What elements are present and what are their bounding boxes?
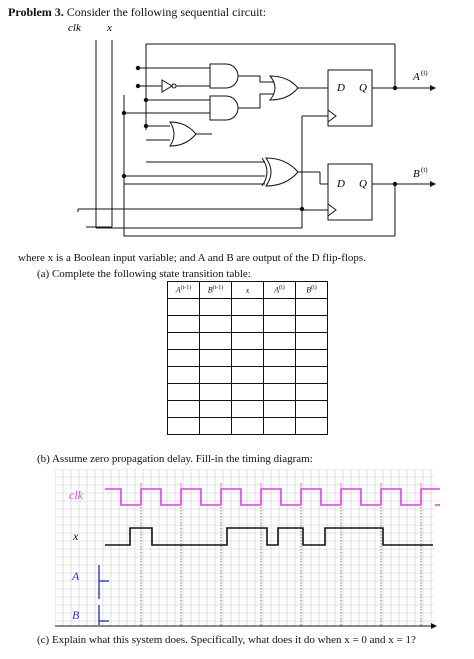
table-cell[interactable]: [295, 400, 328, 418]
time-axis-arrow: [431, 623, 437, 629]
output-a-sup: (t): [421, 69, 428, 77]
table-cell[interactable]: [231, 349, 264, 367]
timing-a-label: A: [71, 569, 80, 583]
table-cell[interactable]: [199, 417, 232, 435]
table-cell[interactable]: [263, 400, 296, 418]
table-cell[interactable]: [295, 366, 328, 384]
table-cell[interactable]: [199, 383, 232, 401]
table-row: [167, 366, 328, 384]
table-cell[interactable]: [263, 298, 296, 316]
table-row: [167, 298, 328, 316]
table-row: [167, 417, 328, 435]
ff-a-d-label: D: [336, 82, 345, 94]
ff-b-q-label: Q: [359, 178, 367, 190]
timing-diagram: clk x A B: [55, 469, 440, 629]
table-body: [167, 298, 328, 435]
col-a-next: A(t): [263, 281, 296, 299]
table-row: [167, 400, 328, 418]
output-a-label: A: [412, 71, 420, 83]
col-b-prev: B(t-1): [199, 281, 232, 299]
timing-x-label: x: [72, 529, 79, 543]
table-cell[interactable]: [231, 315, 264, 333]
table-row: [167, 383, 328, 401]
output-b-label: B: [413, 168, 420, 180]
table-cell[interactable]: [231, 400, 264, 418]
table-cell[interactable]: [199, 298, 232, 316]
ff-a-q-label: Q: [359, 82, 367, 94]
timing-b-label: B: [72, 608, 80, 622]
table-cell[interactable]: [167, 417, 200, 435]
part-b-label: (b) Assume zero propagation delay. Fill-…: [37, 453, 313, 465]
table-cell[interactable]: [263, 383, 296, 401]
output-a-arrow: [430, 85, 436, 91]
table-cell[interactable]: [295, 383, 328, 401]
table-cell[interactable]: [167, 298, 200, 316]
col-b-next: B(t): [295, 281, 328, 299]
table-cell[interactable]: [167, 349, 200, 367]
part-c-label: (c) Explain what this system does. Speci…: [37, 634, 416, 646]
problem-label: Problem 3.: [8, 5, 64, 19]
state-transition-table: A(t-1) B(t-1) x A(t) B(t): [167, 281, 328, 435]
table-cell[interactable]: [295, 332, 328, 350]
circuit-description: where x is a Boolean input variable; and…: [18, 252, 366, 264]
table-row: [167, 332, 328, 350]
col-x: x: [231, 281, 264, 299]
x-waveform: [105, 527, 433, 546]
x-input-label: x: [106, 22, 112, 34]
table-cell[interactable]: [167, 400, 200, 418]
table-cell[interactable]: [295, 417, 328, 435]
table-cell[interactable]: [199, 366, 232, 384]
table-cell[interactable]: [263, 332, 296, 350]
table-cell[interactable]: [199, 332, 232, 350]
timing-clk-label: clk: [69, 488, 84, 502]
table-cell[interactable]: [263, 349, 296, 367]
col-a-prev: A(t-1): [167, 281, 200, 299]
table-row: [167, 349, 328, 367]
table-cell[interactable]: [263, 315, 296, 333]
clk-input-label: clk: [68, 22, 82, 34]
table-cell[interactable]: [231, 298, 264, 316]
table-cell[interactable]: [263, 417, 296, 435]
output-b-sup: (t): [421, 166, 428, 174]
table-cell[interactable]: [199, 400, 232, 418]
table-cell[interactable]: [231, 366, 264, 384]
table-cell[interactable]: [295, 298, 328, 316]
table-cell[interactable]: [167, 383, 200, 401]
part-a-label: (a) Complete the following state transit…: [37, 268, 251, 280]
table-cell[interactable]: [167, 366, 200, 384]
table-cell[interactable]: [231, 417, 264, 435]
table-cell[interactable]: [199, 315, 232, 333]
table-cell[interactable]: [231, 332, 264, 350]
table-cell[interactable]: [231, 383, 264, 401]
ff-b-d-label: D: [336, 178, 345, 190]
output-b-arrow: [430, 181, 436, 187]
problem-heading: Problem 3. Consider the following sequen…: [8, 5, 266, 20]
table-cell[interactable]: [295, 349, 328, 367]
table-header-row: A(t-1) B(t-1) x A(t) B(t): [167, 281, 328, 299]
table-cell[interactable]: [295, 315, 328, 333]
clk-waveform: [105, 488, 440, 506]
table-cell[interactable]: [199, 349, 232, 367]
table-row: [167, 315, 328, 333]
table-cell[interactable]: [167, 332, 200, 350]
circuit-diagram: clk x D Q D Q A (t) B (t): [68, 22, 436, 237]
table-cell[interactable]: [167, 315, 200, 333]
table-cell[interactable]: [263, 366, 296, 384]
problem-intro: Consider the following sequential circui…: [66, 5, 267, 19]
